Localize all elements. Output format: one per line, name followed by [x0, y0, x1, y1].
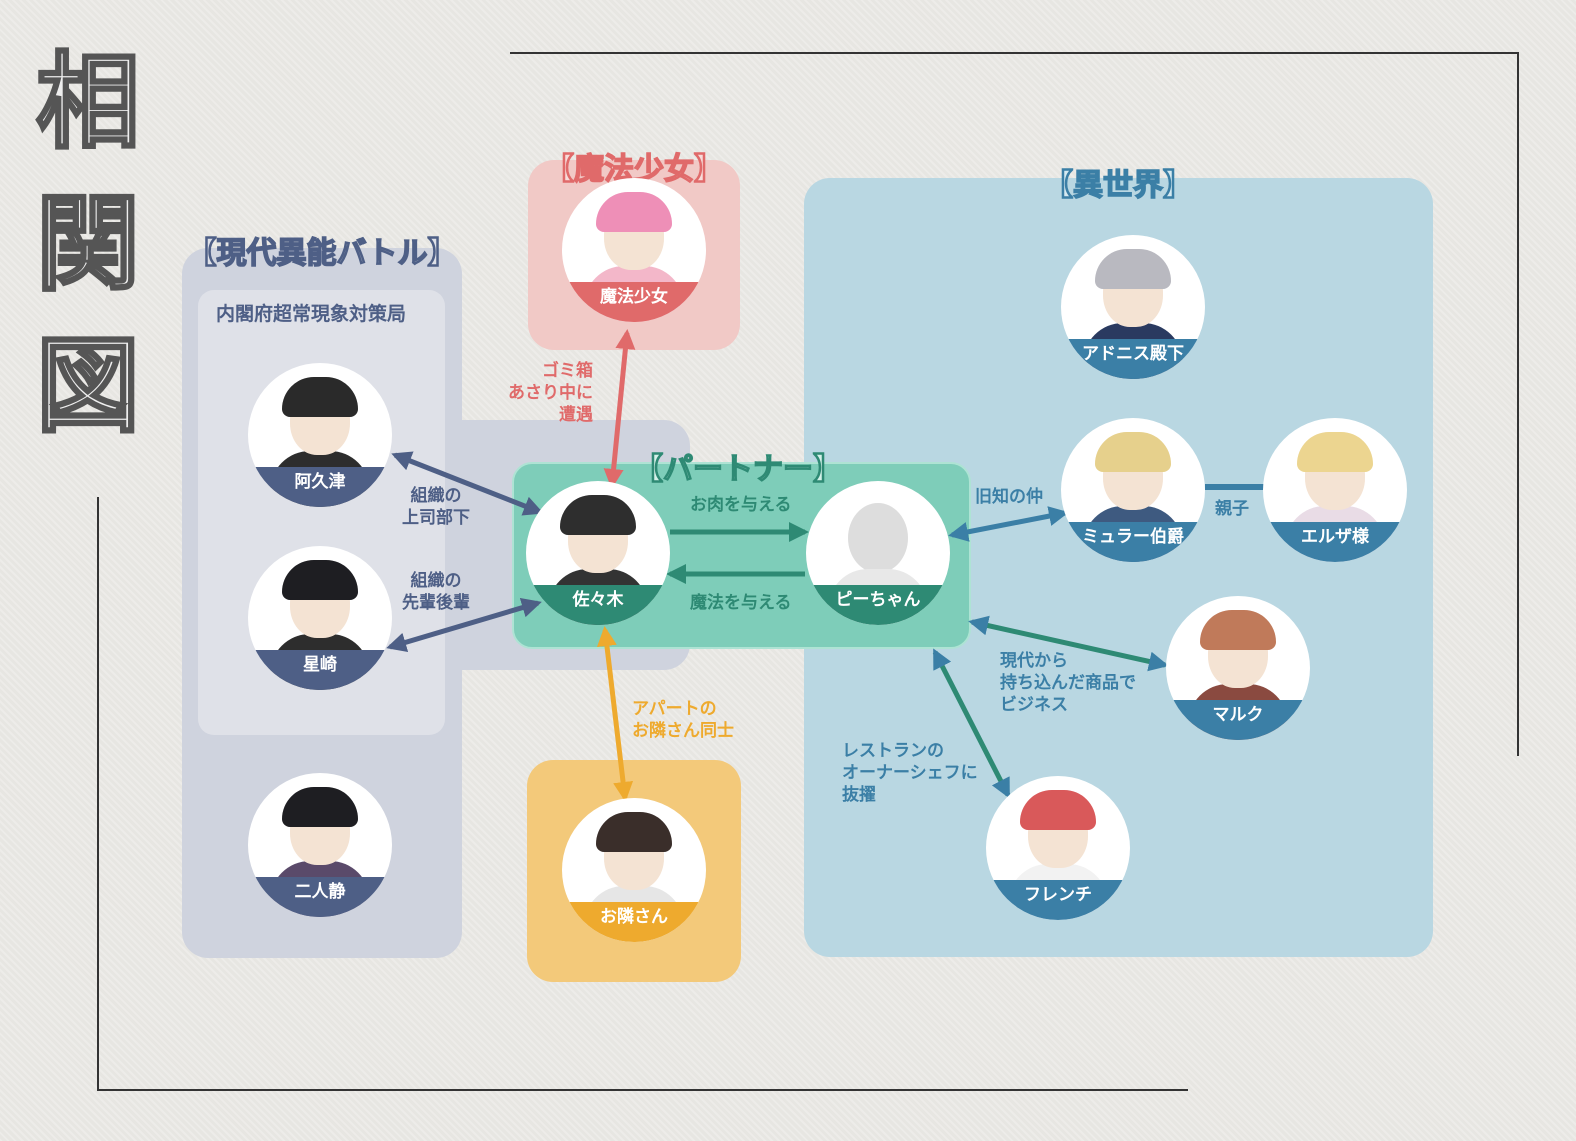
title-char: 関 [34, 183, 141, 305]
arrow-pee-muller [948, 506, 1069, 542]
character-name: アドニス殿下 [1061, 339, 1205, 379]
battle-group-title: 【現代異能バトル】 [186, 235, 458, 272]
character-adonis: アドニス殿下 [1061, 235, 1205, 379]
isekai-group-title: 【異世界】 [1042, 167, 1194, 204]
arrow-partner-marc [968, 615, 1169, 672]
relation-label-meat: お肉を与える [690, 495, 792, 515]
character-name: エルザ様 [1263, 522, 1407, 562]
title-char: 図 [34, 325, 141, 447]
character-otonari: お隣さん [562, 798, 706, 942]
arrow-akutsu-sasaki [391, 451, 544, 516]
character-name: マルク [1166, 700, 1310, 740]
relation-label-elsa: 親子 [1215, 499, 1249, 519]
character-name: ピーちゃん [806, 585, 950, 625]
character-elsa: エルザ様 [1263, 418, 1407, 562]
character-name: 魔法少女 [562, 282, 706, 322]
frame-line-top [510, 52, 1518, 54]
character-name: 阿久津 [248, 467, 392, 507]
character-name: 二人静 [248, 877, 392, 917]
relation-label-otonari: アパートの お隣さん同士 [632, 699, 734, 741]
character-akutsu: 阿久津 [248, 363, 392, 507]
character-peechan: ピーちゃん [806, 481, 950, 625]
frame-line-bottom [97, 1089, 1188, 1091]
character-name: 佐々木 [526, 585, 670, 625]
character-french: フレンチ [986, 776, 1130, 920]
character-name: フレンチ [986, 880, 1130, 920]
relation-label-hoshizaki: 組織の 先輩後輩 [402, 571, 470, 613]
arrow-otonari-sasaki [596, 626, 634, 802]
relation-label-muller: 旧知の仲 [975, 487, 1043, 507]
character-hoshizaki: 星崎 [248, 546, 392, 690]
frame-line-left [97, 497, 99, 1091]
relation-label-marc: 現代から 持ち込んだ商品で ビジネス [1000, 651, 1136, 715]
character-marc: マルク [1166, 596, 1310, 740]
relation-label-akutsu: 組織の 上司部下 [402, 486, 470, 528]
character-sasaki: 佐々木 [526, 481, 670, 625]
cabinet-office-title: 内閣府超常現象対策局 [216, 303, 407, 325]
arrow-hoshizaki-sasaki [386, 597, 542, 653]
character-muller: ミュラー伯爵 [1061, 418, 1205, 562]
arrow-magical-sasaki [603, 329, 636, 489]
arrow-partner-french [932, 648, 1011, 799]
character-name: 星崎 [248, 650, 392, 690]
partner-group-title: 【パートナー】 [632, 451, 844, 488]
character-name: お隣さん [562, 902, 706, 942]
title-char: 相 [34, 41, 141, 163]
relation-label-magical: ゴミ箱 あさり中に 遭遇 [508, 361, 593, 425]
relation-label-french: レストランの オーナーシェフに 抜擢 [842, 741, 978, 805]
character-name: ミュラー伯爵 [1061, 522, 1205, 562]
frame-line-right [1517, 52, 1519, 756]
relation-label-magic: 魔法を与える [690, 593, 792, 613]
character-mahou-shoujo: 魔法少女 [562, 178, 706, 322]
character-futarishizuka: 二人静 [248, 773, 392, 917]
